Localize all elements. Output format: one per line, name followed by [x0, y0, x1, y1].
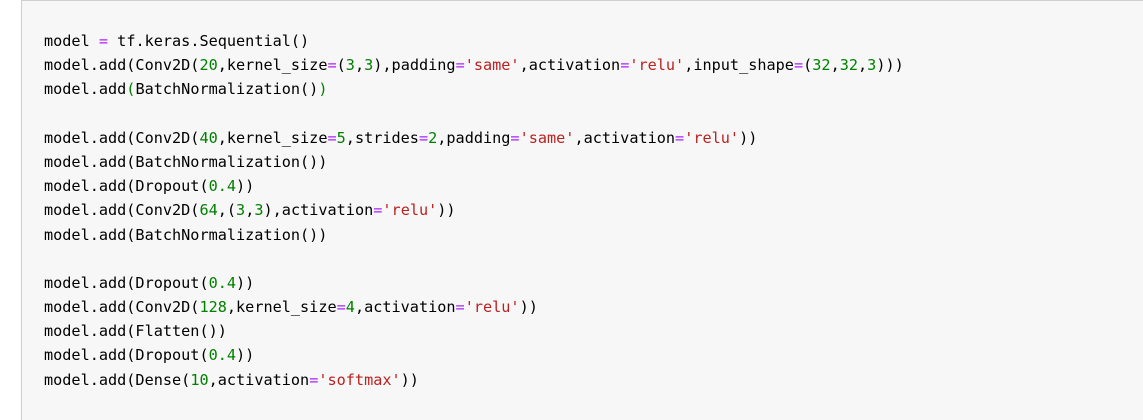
code-cell[interactable]: model = tf.keras.Sequential()model.add(C…: [21, 0, 1143, 420]
code-token: 128: [199, 298, 227, 317]
code-token: model.add(BatchNormalization()): [44, 225, 328, 244]
code-line: [44, 247, 904, 271]
code-token: =: [455, 56, 465, 75]
code-token: ,padding: [437, 128, 511, 147]
code-token: 0.4: [208, 346, 237, 365]
code-token: 64: [199, 201, 218, 220]
code-token: 'same': [464, 56, 520, 75]
code-token: 0.4: [208, 177, 237, 196]
code-token: )): [400, 370, 419, 389]
code-token: model.add(Conv2D(: [44, 128, 200, 147]
code-token: 10: [190, 370, 209, 389]
code-token: 3: [236, 201, 246, 220]
code-token: model.add(Conv2D(: [44, 56, 200, 75]
code-line: model.add(Dropout(0.4)): [44, 174, 904, 198]
code-token: model.add: [44, 80, 127, 99]
code-token: =: [309, 370, 319, 389]
code-token: 32: [839, 56, 859, 75]
code-token: model.add(Conv2D(: [44, 298, 200, 317]
code-token: (: [336, 56, 346, 75]
code-line: model.add(Dense(10,activation='softmax')…: [44, 368, 904, 392]
code-token: 3: [254, 201, 264, 220]
code-token: ,: [858, 56, 868, 75]
code-token: 'relu': [629, 56, 685, 75]
code-token: 3: [867, 56, 877, 75]
code-token: (: [126, 80, 136, 99]
code-token: model.add(Conv2D(: [44, 201, 200, 220]
code-token: )): [519, 298, 538, 317]
code-token: 'same': [519, 128, 575, 147]
code-token: ,activation: [519, 56, 621, 75]
code-line: model.add(BatchNormalization()): [44, 223, 904, 247]
code-token: 32: [812, 56, 831, 75]
code-token: ),padding: [373, 56, 456, 75]
code-token: =: [455, 298, 465, 317]
code-token: )): [236, 177, 255, 196]
code-token: model.add(Flatten()): [44, 322, 227, 341]
code-token: ,: [245, 201, 255, 220]
code-token: =: [336, 298, 346, 317]
code-line: model.add(Conv2D(20,kernel_size=(3,3),pa…: [44, 53, 904, 77]
code-token: 0.4: [208, 273, 237, 292]
code-token: ,activation: [208, 370, 310, 389]
code-line: model.add(Conv2D(128,kernel_size=4,activ…: [44, 295, 904, 319]
code-line: model.add(Dropout(0.4)): [44, 271, 904, 295]
code-token: =: [373, 201, 383, 220]
code-token: ,kernel_size: [217, 128, 328, 147]
code-token: 'softmax': [318, 370, 401, 389]
code-token: 5: [336, 128, 346, 147]
code-line: model = tf.keras.Sequential(): [44, 29, 904, 53]
code-line: model.add(Flatten()): [44, 319, 904, 343]
code-line: model.add(BatchNormalization()): [44, 77, 904, 101]
code-token: =: [510, 128, 520, 147]
code-token: ,activation: [354, 298, 456, 317]
code-token: 'relu': [464, 298, 520, 317]
code-token: 2: [428, 128, 438, 147]
code-token: ,strides: [345, 128, 419, 147]
code-token: model.add(Dropout(: [44, 273, 209, 292]
code-token: ))): [876, 56, 904, 75]
code-token: =: [418, 128, 429, 147]
code-token: ,: [830, 56, 840, 75]
code-token: model.add(Dropout(: [44, 346, 209, 365]
code-token: 3: [364, 56, 374, 75]
code-token: ,: [354, 56, 365, 75]
code-token: 40: [199, 128, 218, 147]
code-token: ,input_shape: [684, 56, 794, 75]
code-token: )): [236, 273, 255, 292]
code-token: model.add(BatchNormalization()): [44, 152, 328, 171]
code-token: ,kernel_size: [226, 298, 337, 317]
code-token: =: [327, 56, 337, 75]
code-token: ): [318, 80, 328, 99]
code-line: [44, 102, 904, 126]
code-token: 'relu': [684, 128, 740, 147]
code-token: ,activation: [574, 128, 676, 147]
code-token: 3: [345, 56, 355, 75]
code-token: =: [98, 32, 109, 50]
code-token: =: [793, 56, 804, 75]
code-token: =: [327, 128, 337, 147]
code-token: =: [620, 56, 630, 75]
code-token: BatchNormalization(): [135, 80, 319, 99]
code-line: model.add(Conv2D(64,(3,3),activation='re…: [44, 198, 904, 222]
code-line: model.add(BatchNormalization()): [44, 150, 904, 174]
code-line: model.add(Dropout(0.4)): [44, 343, 904, 367]
code-token: ,(: [217, 201, 237, 220]
code-token: model.add(Dense(: [44, 370, 191, 389]
code-token: (: [803, 56, 813, 75]
code-line: model.add(Conv2D(40,kernel_size=5,stride…: [44, 126, 904, 150]
code-token: 20: [199, 56, 218, 75]
code-editor[interactable]: model = tf.keras.Sequential()model.add(C…: [44, 29, 904, 392]
code-token: )): [739, 128, 758, 147]
code-token: 4: [345, 298, 355, 317]
code-token: model.add(Dropout(: [44, 177, 209, 196]
code-token: ),activation: [263, 201, 374, 220]
code-token: )): [236, 346, 255, 365]
code-token: 'relu': [382, 201, 438, 220]
code-token: )): [437, 201, 456, 220]
code-token: =: [675, 128, 685, 147]
code-token: ,kernel_size: [217, 56, 328, 75]
code-token: tf.keras.Sequential(): [108, 32, 310, 50]
code-token: model: [44, 32, 99, 50]
